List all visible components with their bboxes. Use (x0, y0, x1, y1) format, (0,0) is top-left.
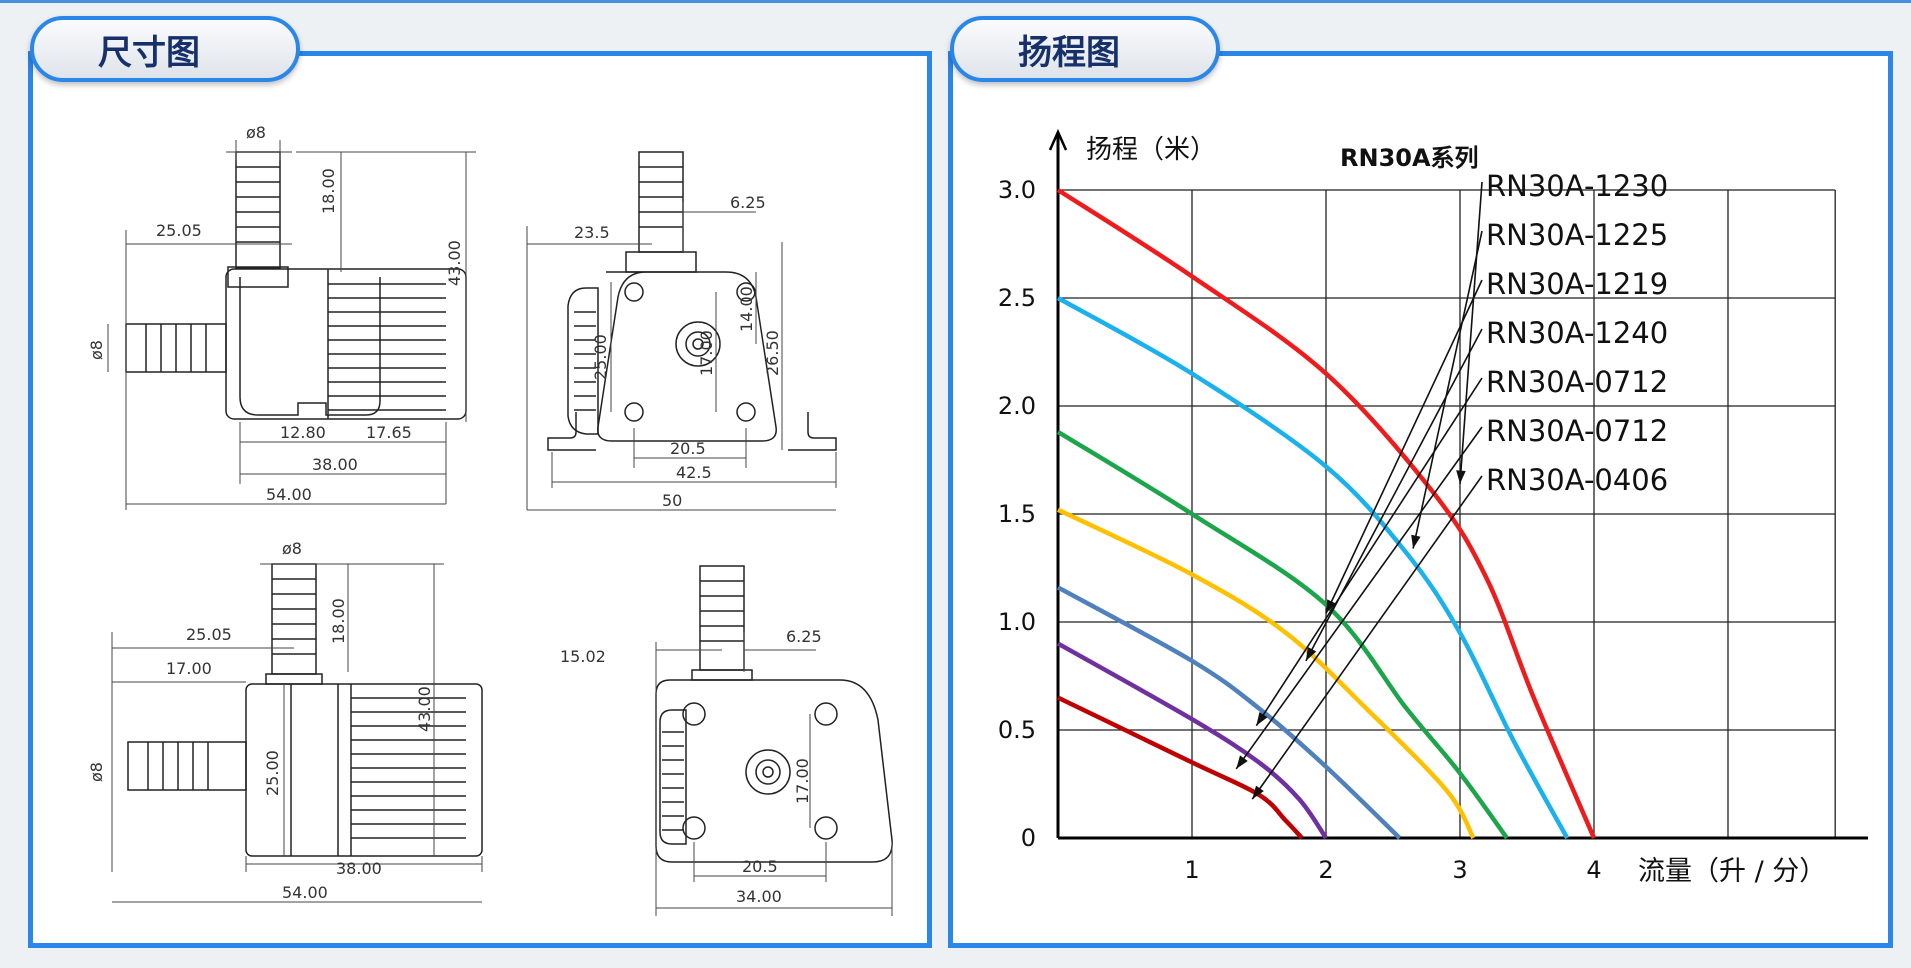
top-left-barb-top (236, 166, 280, 243)
leader-arrowhead-6 (1236, 755, 1248, 769)
legend-label-4: RN30A-1240 (1486, 316, 1668, 350)
leader-arrowhead-5 (1256, 712, 1268, 726)
top-left-fins (328, 283, 446, 411)
y-tick-label: 1.5 (998, 500, 1036, 528)
chart-curves (1056, 188, 1597, 840)
bl-w-17: 17.00 (166, 659, 212, 678)
leader-line-5 (1255, 377, 1483, 727)
dimension-tab-title: 尺寸图 (98, 32, 200, 73)
br-w-20-5: 20.5 (742, 857, 778, 876)
tl-w-38: 38.00 (312, 455, 358, 474)
y-tick-label: 2.5 (998, 284, 1036, 312)
tr-w-6-25: 6.25 (730, 193, 766, 212)
series-line-3 (1056, 430, 1509, 840)
head-curve-tab-title: 扬程图 (1018, 32, 1120, 73)
chart-ylabel: 扬程（米） (1086, 135, 1216, 165)
bl-w-38: 38.00 (336, 859, 382, 878)
tl-w-17-65: 17.65 (366, 423, 412, 442)
tl-w-12-80: 12.80 (280, 423, 326, 442)
series-line-1 (1056, 188, 1597, 839)
series-line-2 (1056, 296, 1570, 840)
tr-w-23-5: 23.5 (574, 223, 610, 242)
leader-line-1 (1459, 181, 1483, 484)
tr-w-50: 50 (662, 491, 682, 510)
bl-w-54: 54.00 (282, 883, 328, 902)
chart-title: RN30A系列 (1340, 144, 1479, 172)
legend-label-2: RN30A-1225 (1486, 218, 1668, 252)
bottom-left-fins (351, 697, 466, 839)
leader-arrowhead-1 (1456, 470, 1466, 484)
bl-h-18: 18.00 (329, 598, 348, 644)
br-w-15-02: 15.02 (560, 647, 606, 666)
leader-arrowhead-4 (1305, 647, 1317, 661)
bl-w-25-05: 25.05 (186, 625, 232, 644)
top-accent-line (0, 0, 1911, 3)
leader-line-4 (1305, 328, 1483, 662)
chart-xlabel: 流量（升 / 分） (1638, 856, 1826, 887)
legend-label-7: RN30A-0406 (1486, 463, 1668, 497)
legend-label-5: RN30A-0712 (1486, 365, 1668, 399)
tl-w-25-05: 25.05 (156, 221, 202, 240)
tr-h-25: 25.00 (591, 334, 610, 380)
legend-label-3: RN30A-1219 (1486, 267, 1668, 301)
y-tick-label: 3.0 (998, 176, 1036, 204)
dimension-lines (107, 140, 893, 916)
tl-w-54: 54.00 (266, 485, 312, 504)
leader-arrowhead-3 (1326, 599, 1336, 614)
tr-w-42-5: 42.5 (676, 463, 712, 482)
br-h-17: 17.00 (793, 758, 812, 804)
legend-label-6: RN30A-0712 (1486, 414, 1668, 448)
bottom-right-view (655, 565, 893, 863)
x-tick-label: 3 (1452, 856, 1467, 884)
tl-h-18: 18.00 (319, 168, 338, 214)
br-w-34: 34.00 (736, 887, 782, 906)
bl-dia-left: ø8 (87, 762, 106, 782)
tr-w-20-5: 20.5 (670, 439, 706, 458)
dimension-tab[interactable]: 尺寸图 (30, 16, 300, 82)
y-tick-label: 0.5 (998, 716, 1036, 744)
y-axis-arrow (1048, 128, 1068, 151)
leader-line-6 (1235, 426, 1483, 770)
head-curve-tab[interactable]: 扬程图 (950, 16, 1220, 82)
y-tick-label: 1.0 (998, 608, 1036, 636)
bl-h-25: 25.00 (263, 750, 282, 796)
y-tick-label: 0 (1021, 824, 1036, 852)
x-tick-label: 2 (1318, 856, 1333, 884)
top-left-view (125, 151, 467, 420)
leader-arrowhead-2 (1411, 534, 1421, 549)
leader-arrowhead-7 (1252, 785, 1264, 800)
leader-line-7 (1251, 475, 1483, 800)
bl-dia-top: ø8 (282, 539, 302, 558)
series-line-7 (1057, 695, 1304, 840)
tr-h-26-5: 26.50 (763, 330, 782, 376)
chart-grid (1058, 189, 1836, 838)
tr-h-14: 14.00 (737, 286, 756, 332)
chart-axes (1048, 128, 1868, 840)
legend-label-1: RN30A-1230 (1486, 169, 1668, 203)
leader-line-2 (1412, 230, 1483, 549)
x-tick-label: 1 (1184, 856, 1199, 884)
x-tick-label: 4 (1586, 856, 1601, 884)
top-right-view (547, 151, 837, 451)
leader-line-3 (1325, 279, 1483, 614)
head-flow-chart: 扬程（米） RN30A系列 流量（升 / 分） 0 0.5 1.0 1.5 2.0 2.5… (982, 112, 1868, 928)
bl-h-43: 43.00 (415, 686, 434, 732)
br-w-6-25: 6.25 (786, 627, 822, 646)
bottom-left-view (127, 563, 483, 857)
tl-dia-left: ø8 (87, 340, 106, 360)
chart-leaders (1235, 181, 1483, 800)
dimension-drawings: ø8 25.05 18.00 43.00 ø8 12.80 17.65 38.0… (66, 112, 898, 932)
tl-h-43: 43.00 (445, 240, 464, 286)
tr-h-17: 17.00 (697, 330, 716, 376)
tl-dia-top: ø8 (246, 123, 266, 142)
series-line-5 (1056, 585, 1402, 840)
y-tick-label: 2.0 (998, 392, 1036, 420)
